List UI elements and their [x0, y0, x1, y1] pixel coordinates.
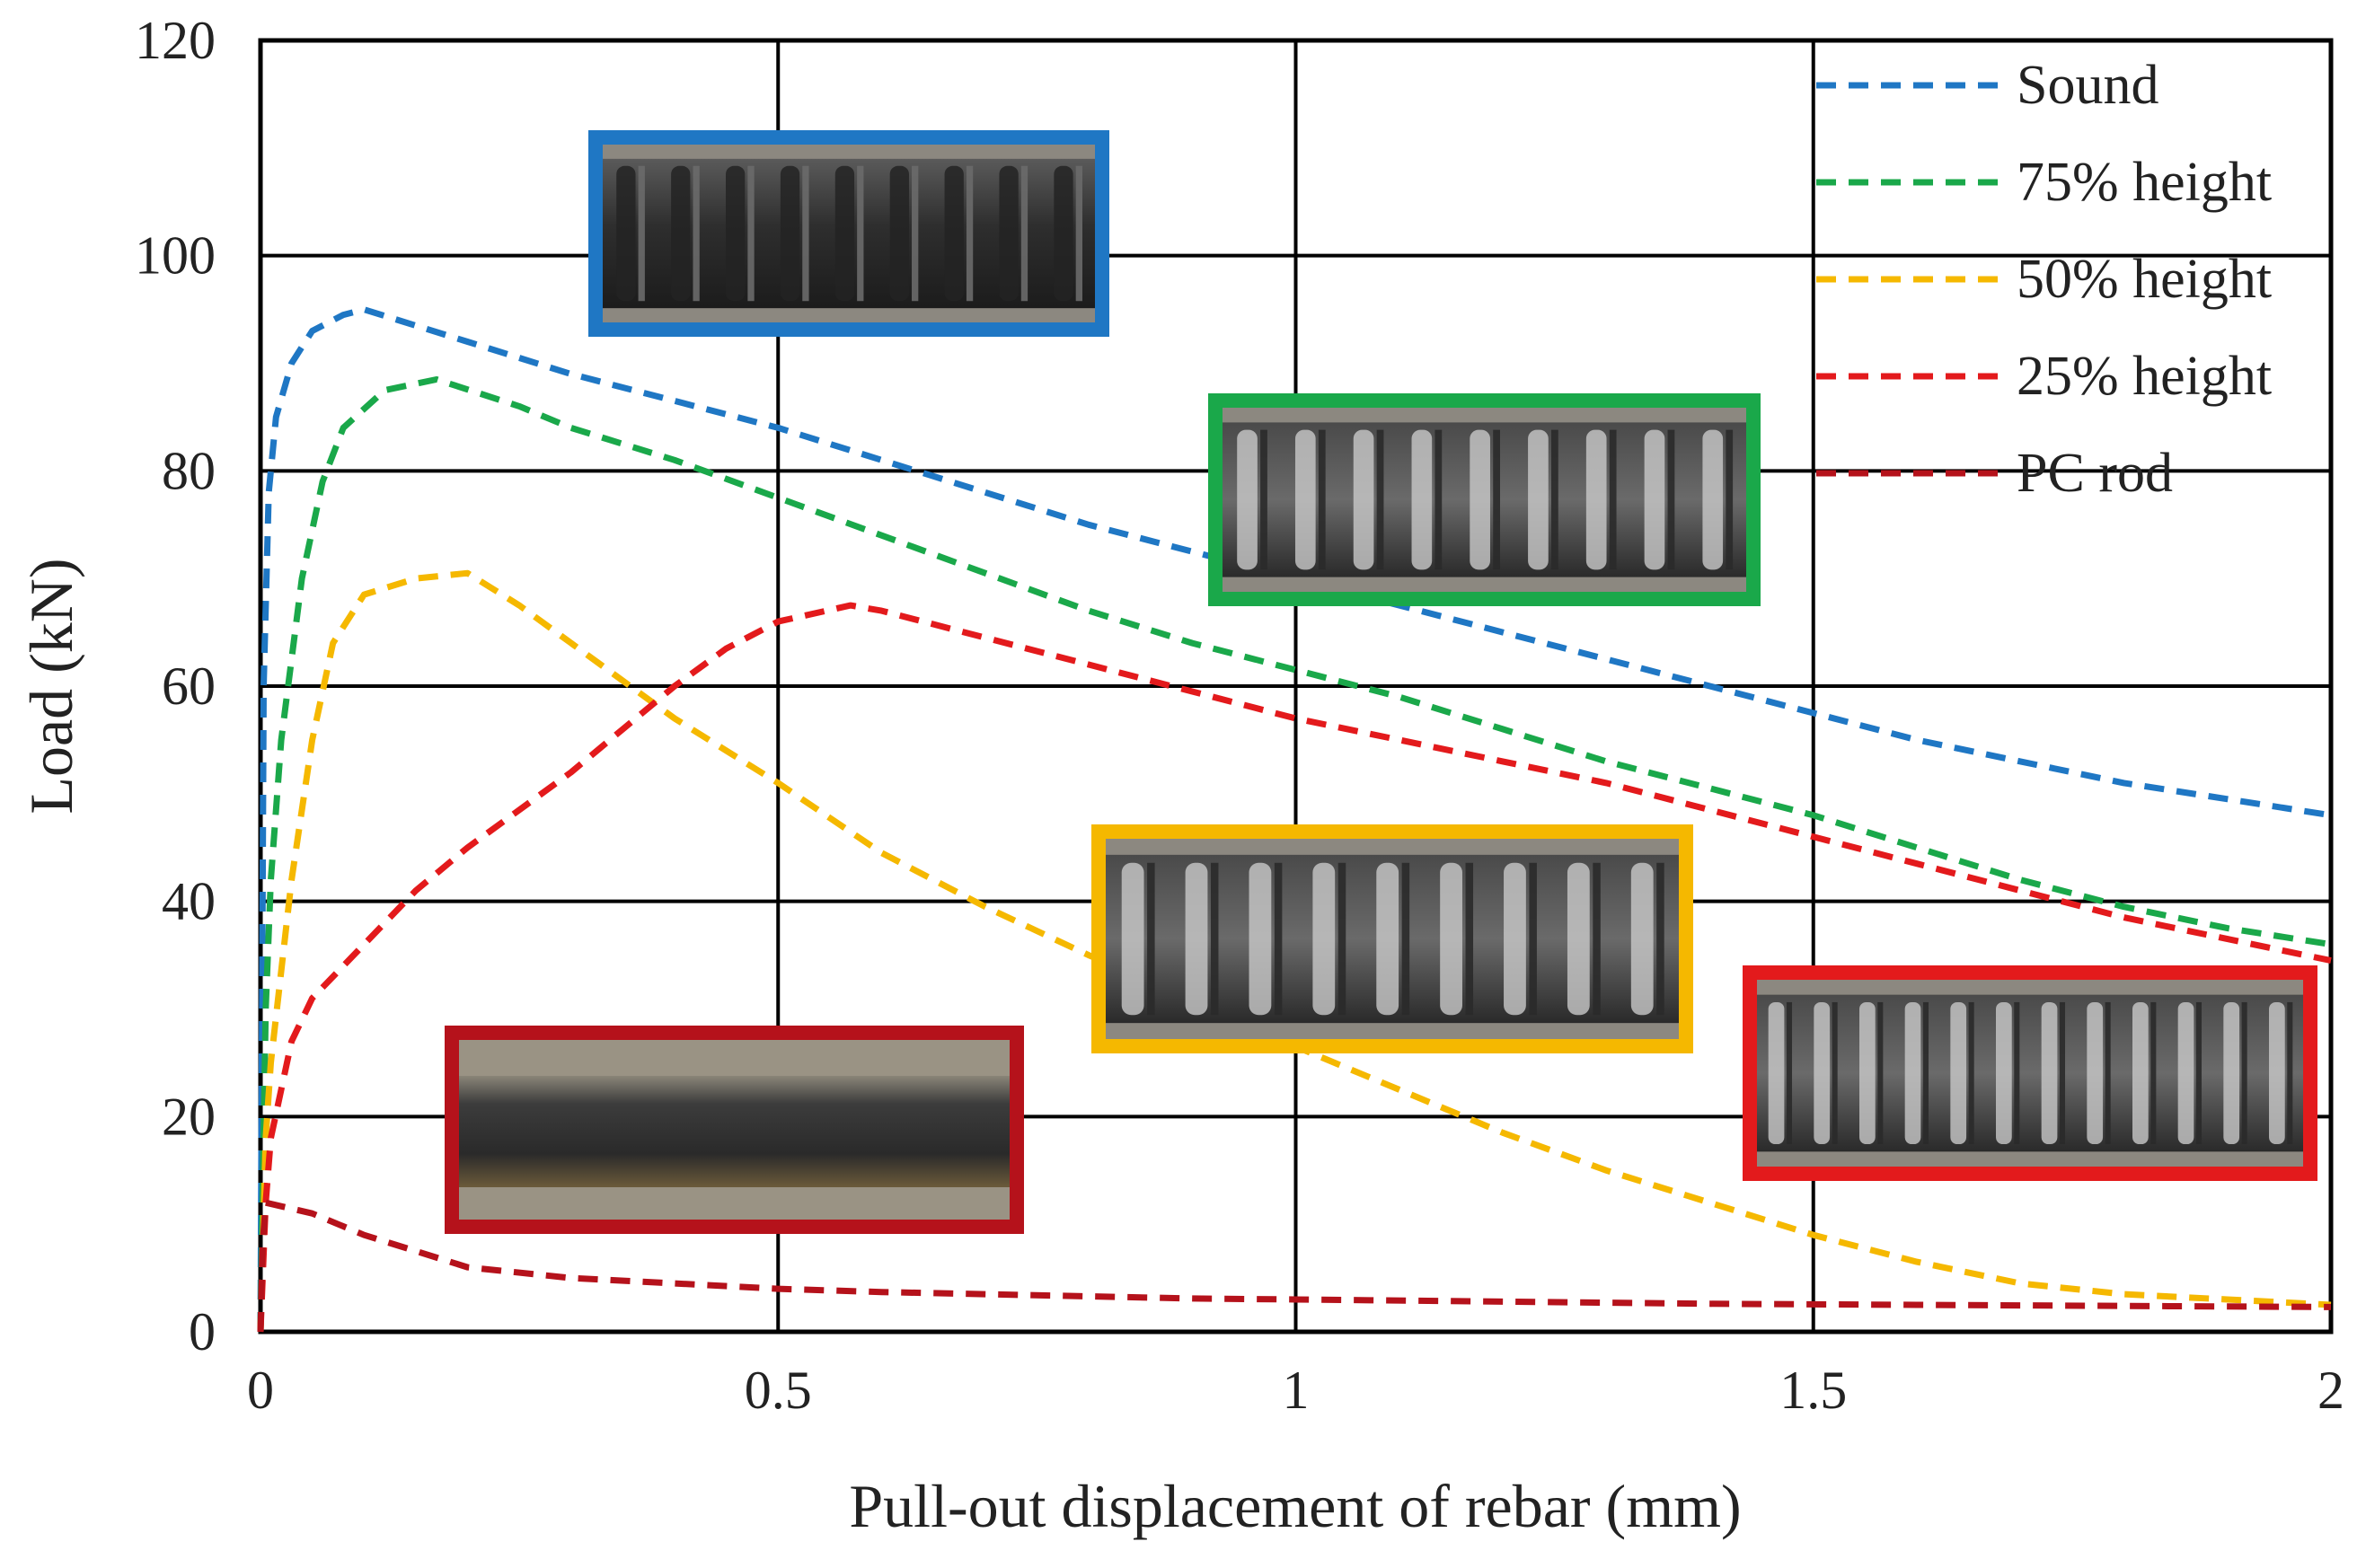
y-tick-label: 120 — [135, 11, 216, 70]
rebar-photo — [1208, 393, 1761, 606]
x-tick-label: 0 — [247, 1361, 274, 1420]
rebar-photo — [588, 130, 1109, 337]
legend-item: 50% height — [1816, 249, 2272, 310]
y-tick-label: 100 — [135, 226, 216, 286]
rebar-photo — [445, 1026, 1024, 1234]
series-lines — [257, 306, 2332, 1333]
x-tick-label: 1 — [1283, 1361, 1310, 1420]
legend-item: 75% height — [1816, 152, 2272, 213]
legend-label: PC rod — [2017, 443, 2173, 504]
x-tick-label: 1.5 — [1779, 1361, 1847, 1420]
legend-label: Sound — [2017, 55, 2158, 116]
legend-label: 75% height — [2017, 152, 2272, 213]
x-axis-title: Pull-out displacement of rebar (mm) — [849, 1472, 1741, 1540]
y-tick-label: 40 — [162, 872, 216, 931]
y-tick-label: 60 — [162, 656, 216, 716]
rebar-photo — [1743, 965, 2317, 1181]
legend-label: 25% height — [2017, 346, 2272, 407]
legend: Sound 75% height 50% height 25% height PC ro… — [1816, 55, 2272, 504]
x-tick-label: 0.5 — [745, 1361, 812, 1420]
series-line — [257, 602, 2332, 1333]
y-tick-label: 80 — [162, 441, 216, 500]
rebar-photos — [445, 130, 2317, 1234]
legend-item: PC rod — [1816, 443, 2173, 504]
plot-frame — [258, 38, 2334, 1335]
legend-item: 25% height — [1816, 346, 2272, 407]
legend-item: Sound — [1816, 55, 2158, 116]
x-tick-labels: 0 0.5 1 1.5 2 — [247, 1361, 2344, 1420]
series-line — [257, 306, 2332, 1333]
x-tick-label: 2 — [2317, 1361, 2344, 1420]
y-tick-label: 20 — [162, 1087, 216, 1146]
y-axis-title: Load (kN) — [17, 558, 85, 814]
legend-label: 50% height — [2017, 249, 2272, 310]
y-tick-label: 0 — [189, 1302, 216, 1361]
y-tick-labels: 0 20 40 60 80 100 120 — [135, 11, 216, 1361]
rebar-photo — [1091, 824, 1693, 1053]
